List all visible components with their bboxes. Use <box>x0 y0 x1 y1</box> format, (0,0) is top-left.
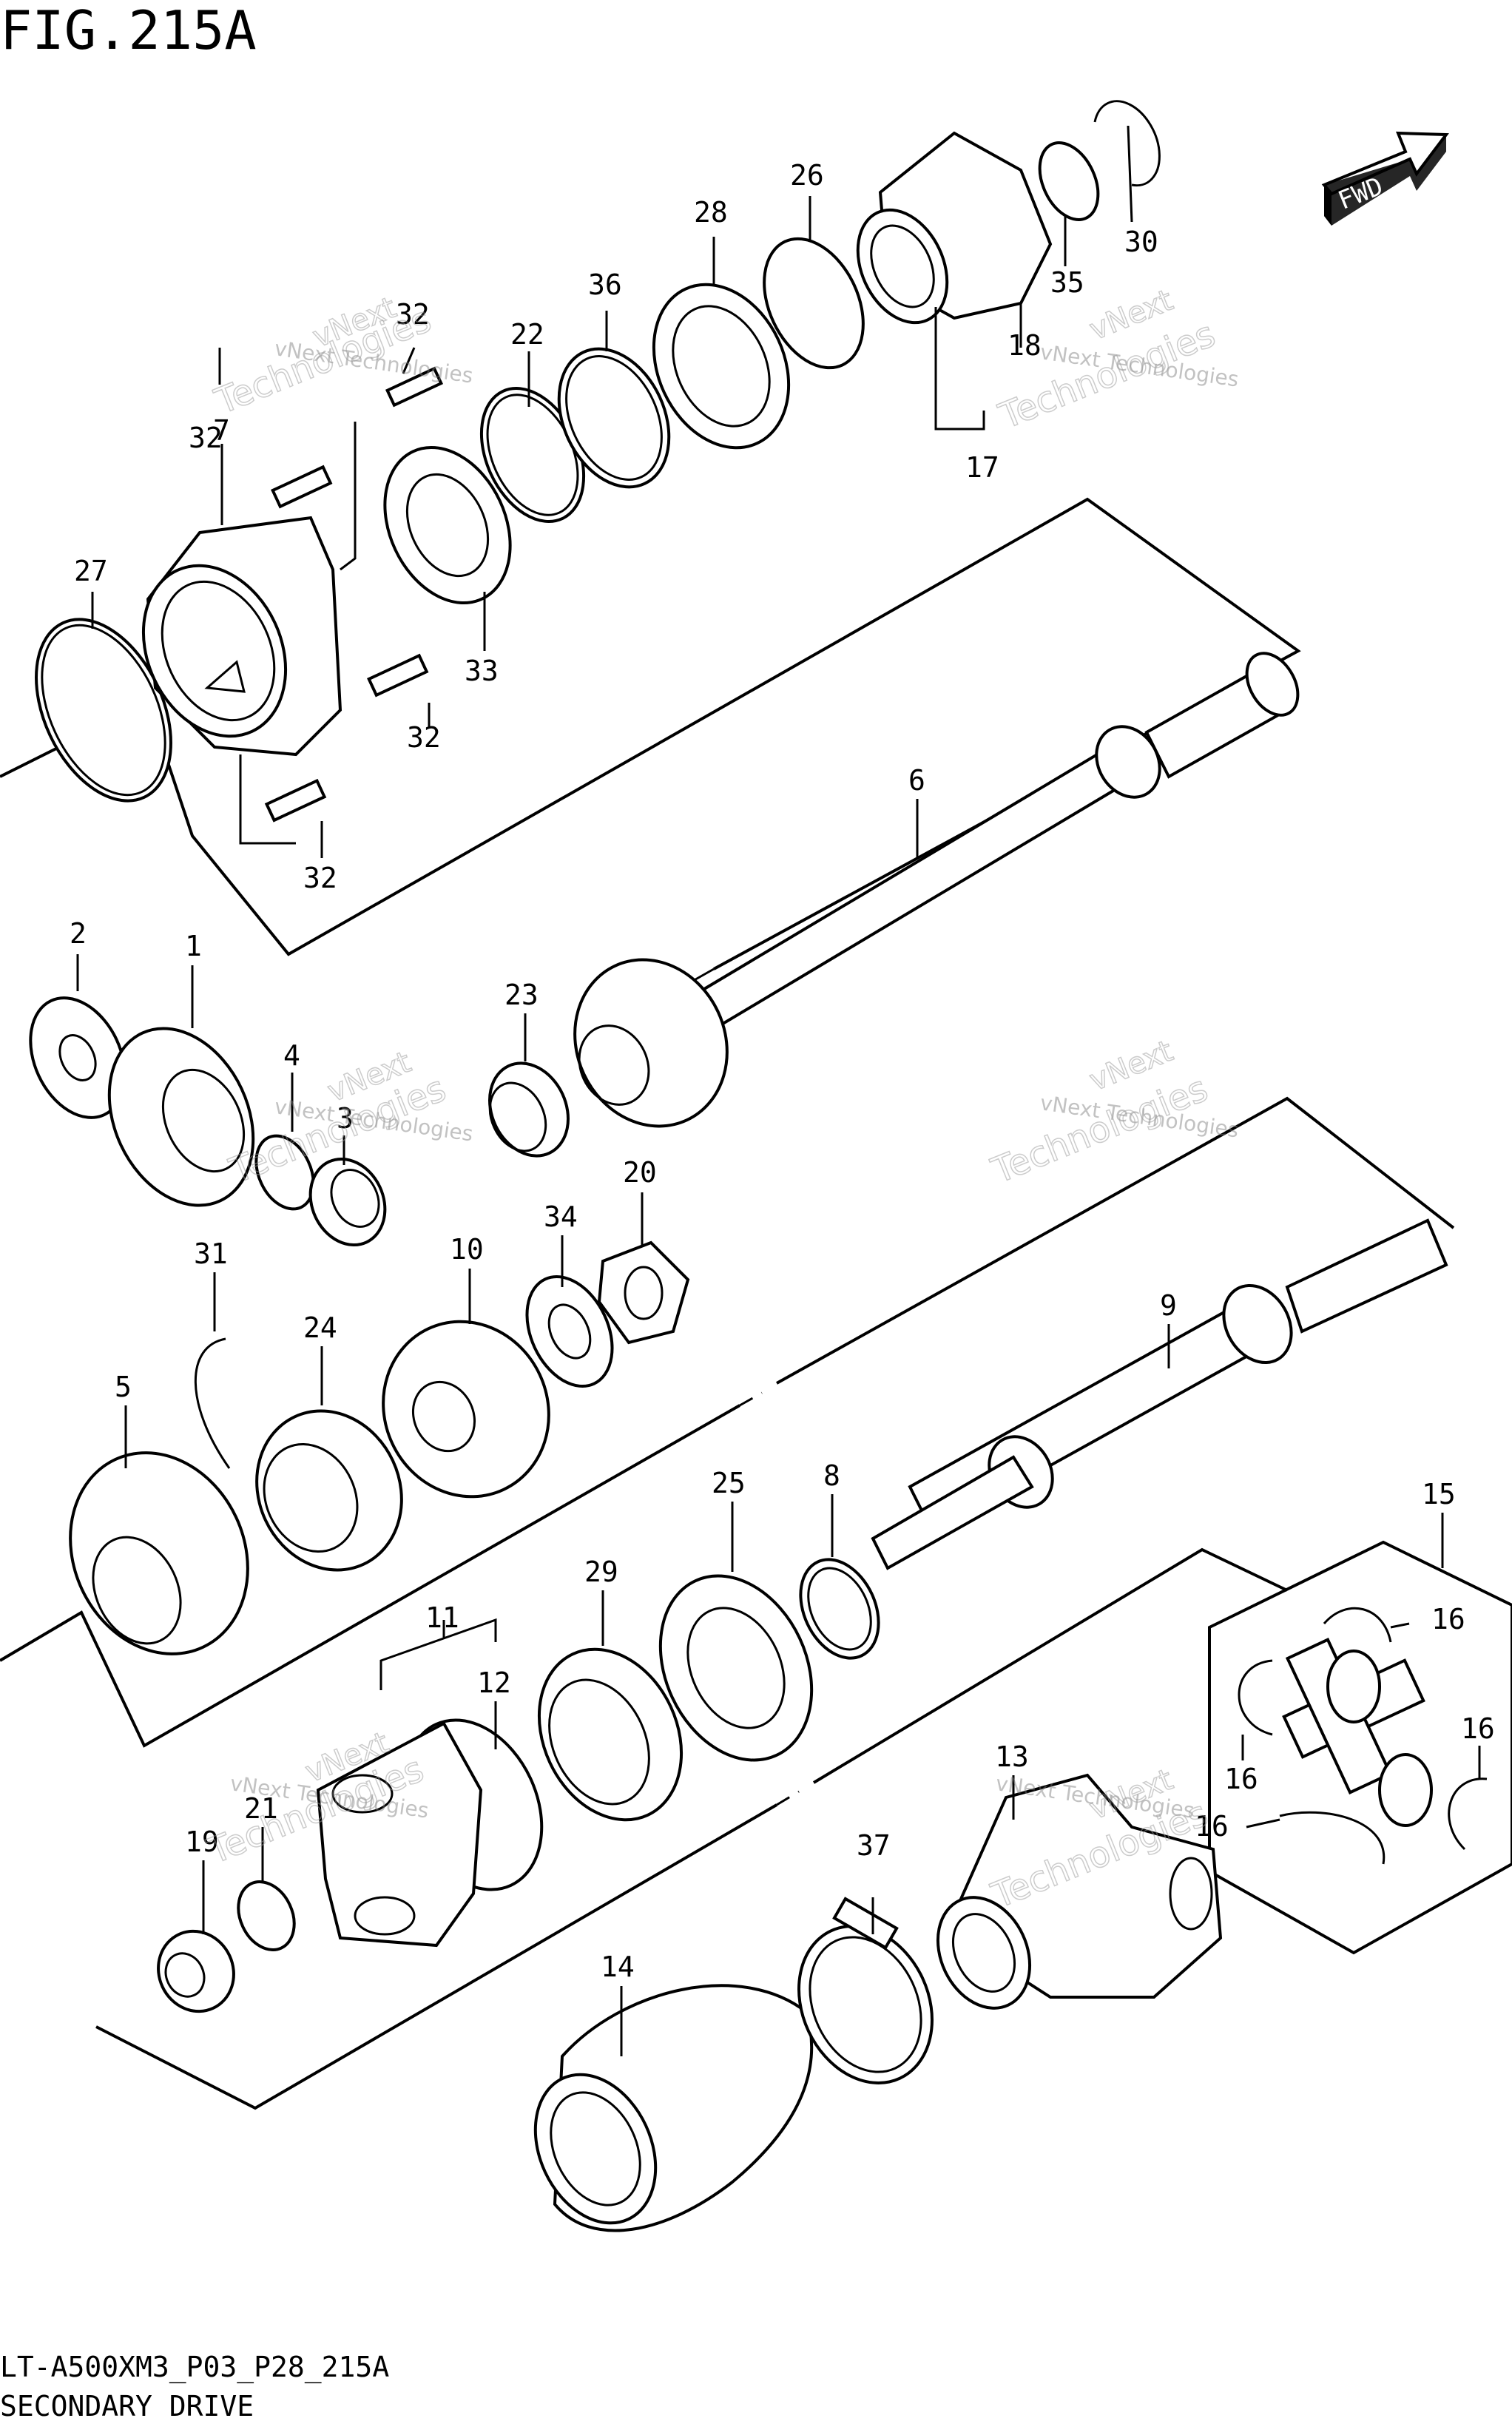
label-p32b: 32 <box>396 298 430 331</box>
label-p30: 30 <box>1124 226 1158 258</box>
universal-joint-cross-15 <box>1282 1638 1433 1827</box>
label-p4: 4 <box>283 1039 300 1072</box>
label-p16d: 16 <box>1195 1810 1229 1843</box>
washer-4 <box>254 1134 315 1211</box>
fwd-arrow-icon: FWD <box>1321 131 1449 226</box>
label-p2: 2 <box>70 917 87 950</box>
nut-19 <box>157 1929 235 2013</box>
circlip-16-b <box>1238 1659 1273 1736</box>
hose-clamp-37 <box>797 1897 934 2084</box>
label-p18: 18 <box>1008 329 1042 362</box>
washer-34 <box>525 1274 614 1388</box>
label-p13: 13 <box>995 1740 1029 1773</box>
seal-29 <box>537 1647 684 1822</box>
part-labels: 32 32 32 32 22 36 28 26 17 18 35 30 7 27… <box>70 159 1495 1983</box>
label-p33: 33 <box>465 655 499 687</box>
label-p3: 3 <box>337 1102 354 1135</box>
label-p28: 28 <box>694 196 728 229</box>
circlip-36 <box>557 347 671 489</box>
label-p17: 17 <box>965 451 999 484</box>
circlip-31 <box>194 1337 231 1469</box>
label-p16a: 16 <box>1431 1603 1465 1635</box>
label-p1: 1 <box>185 930 202 962</box>
bolt-32-a <box>385 366 444 408</box>
yoke-12 <box>316 1718 544 1948</box>
section-name: SECONDARY DRIVE <box>0 2390 254 2421</box>
label-p16b: 16 <box>1224 1763 1258 1795</box>
shaft-9 <box>871 1218 1448 1570</box>
bevel-gear-1 <box>107 1027 255 1207</box>
yoke-13 <box>936 1773 1223 2010</box>
bolt-32-d <box>264 778 327 823</box>
label-p20: 20 <box>623 1156 657 1189</box>
o-ring-26 <box>763 237 865 370</box>
ring-35 <box>1038 141 1100 221</box>
seal-28 <box>652 283 791 450</box>
label-p8: 8 <box>823 1459 840 1492</box>
bearing-33 <box>383 445 512 605</box>
label-p7: 7 <box>213 414 230 447</box>
label-p26: 26 <box>790 159 824 192</box>
label-p11: 11 <box>425 1601 459 1634</box>
label-p14: 14 <box>601 1951 635 1983</box>
ring-8 <box>799 1558 880 1660</box>
label-p24: 24 <box>303 1311 337 1344</box>
bevel-gear-5 <box>69 1451 249 1655</box>
label-p32d: 32 <box>303 862 337 894</box>
shaft-6 <box>573 652 1300 1128</box>
leader-lines <box>76 125 1481 2056</box>
spur-gear-10 <box>382 1320 550 1499</box>
bevel-housing-18 <box>856 131 1053 325</box>
label-p16c: 16 <box>1461 1712 1495 1745</box>
label-p27: 27 <box>74 555 108 587</box>
label-p37: 37 <box>857 1829 891 1862</box>
label-p9: 9 <box>1160 1289 1177 1322</box>
label-p21: 21 <box>244 1792 278 1825</box>
figure-title: FIG.215A <box>0 0 257 61</box>
label-p22: 22 <box>510 318 544 351</box>
circlip-16-d <box>1279 1811 1386 1865</box>
label-p25: 25 <box>712 1467 746 1499</box>
label-p15: 15 <box>1422 1478 1456 1510</box>
lower-group-outline <box>95 1547 1288 2110</box>
label-p31: 31 <box>194 1237 228 1270</box>
circlip-16-c <box>1448 1777 1488 1851</box>
nut-20 <box>597 1240 690 1345</box>
label-p36: 36 <box>588 269 622 301</box>
washer-2 <box>29 996 126 1119</box>
rubber-boot-14 <box>533 1984 814 2232</box>
label-p23: 23 <box>504 979 539 1011</box>
needle-bearing-23 <box>488 1061 570 1158</box>
bolt-32-c <box>367 653 429 698</box>
output-housing-7 <box>141 516 342 757</box>
label-p35: 35 <box>1050 266 1084 299</box>
label-p29: 29 <box>584 1556 618 1588</box>
bolt-32-b <box>271 465 333 509</box>
label-p32a: 32 <box>189 422 223 454</box>
roller-bearing-24 <box>255 1409 403 1572</box>
ball-bearing-25 <box>658 1574 814 1762</box>
circlip-30 <box>1093 100 1161 187</box>
collar-3 <box>308 1157 387 1247</box>
label-p34: 34 <box>544 1201 578 1233</box>
label-p10: 10 <box>450 1233 484 1266</box>
label-p6: 6 <box>908 764 925 797</box>
middle-group-outline <box>0 1096 1455 1748</box>
model-code: LT-A500XM3_P03_P28_215A <box>0 2351 389 2384</box>
washer-21 <box>237 1880 296 1951</box>
label-p32c: 32 <box>407 721 441 754</box>
circlip-16-a <box>1323 1607 1392 1643</box>
label-p12: 12 <box>477 1667 511 1699</box>
label-p5: 5 <box>115 1371 132 1403</box>
label-p19: 19 <box>185 1826 219 1858</box>
